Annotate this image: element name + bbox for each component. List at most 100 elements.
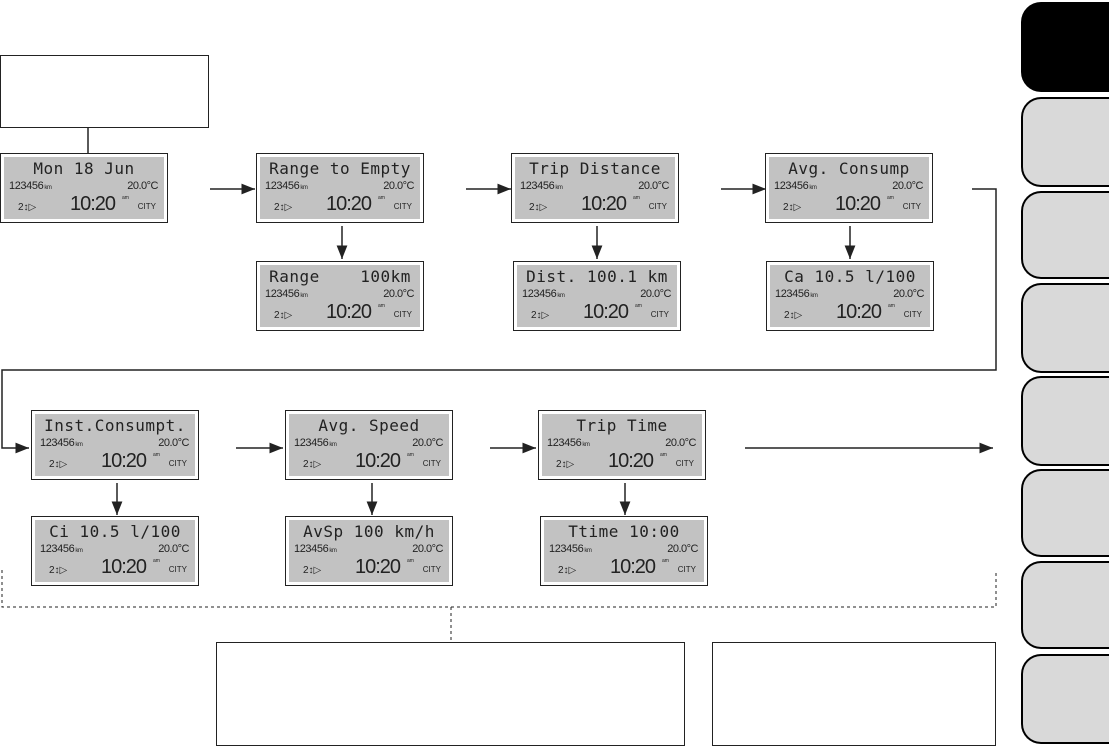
am-pm: am: [662, 558, 669, 564]
clock: 10:20: [610, 556, 656, 578]
temperature: 20.0°C: [638, 180, 669, 192]
gear-indicator-icon: 2↕▷: [274, 202, 293, 213]
odometer: 123456km: [547, 437, 590, 449]
clock: 10:20: [835, 193, 881, 215]
clock: 10:20: [608, 450, 654, 472]
lcd-title: Ci 10.5 l/100: [49, 522, 181, 541]
odometer: 123456km: [40, 543, 83, 555]
section-tab-4[interactable]: [1021, 283, 1109, 373]
display-avg-consumption-value: Ca 10.5 l/100 123456km 20.0°C 2↕▷ 10:20 …: [766, 261, 934, 331]
odometer: 123456km: [520, 180, 563, 192]
am-pm: am: [122, 195, 129, 201]
lcd-screen: Ca 10.5 l/100 123456km 20.0°C 2↕▷ 10:20 …: [770, 265, 930, 327]
lcd-title: Dist. 100.1 km: [526, 267, 668, 286]
temperature: 20.0°C: [665, 437, 696, 449]
drive-mode: CITY: [168, 565, 187, 574]
temperature: 20.0°C: [383, 180, 414, 192]
odometer: 123456km: [549, 543, 592, 555]
drive-mode: CITY: [675, 459, 694, 468]
clock: 10:20: [101, 450, 147, 472]
lcd-screen: Range 100km 123456km 20.0°C 2↕▷ 10:20 am…: [260, 265, 420, 327]
gear-indicator-icon: 2↕▷: [49, 459, 68, 470]
temperature: 20.0°C: [412, 437, 443, 449]
drive-mode: CITY: [422, 459, 441, 468]
display-date: Mon 18 Jun 123456km 20.0°C 2↕▷ 10:20 am …: [0, 153, 168, 223]
section-tab-3[interactable]: [1021, 191, 1109, 279]
lcd-screen: Avg. Consump 123456km 20.0°C 2↕▷ 10:20 a…: [769, 157, 929, 219]
am-pm: am: [378, 303, 385, 309]
odometer: 123456km: [775, 288, 818, 300]
drive-mode: CITY: [648, 202, 667, 211]
temperature: 20.0°C: [892, 180, 923, 192]
lcd-screen: Trip Time 123456km 20.0°C 2↕▷ 10:20 am C…: [542, 414, 702, 476]
gear-indicator-icon: 2↕▷: [558, 565, 577, 576]
odometer: 123456km: [522, 288, 565, 300]
section-tab-1[interactable]: [1021, 2, 1109, 92]
lcd-title: Ttime 10:00: [568, 522, 680, 541]
gear-indicator-icon: 2↕▷: [274, 310, 293, 321]
gear-indicator-icon: 2↕▷: [784, 310, 803, 321]
gear-indicator-icon: 2↕▷: [303, 459, 322, 470]
display-trip-time: Trip Time 123456km 20.0°C 2↕▷ 10:20 am C…: [538, 410, 706, 480]
section-tab-6[interactable]: [1021, 469, 1109, 557]
gear-indicator-icon: 2↕▷: [531, 310, 550, 321]
temperature: 20.0°C: [158, 437, 189, 449]
clock: 10:20: [355, 556, 401, 578]
temperature: 20.0°C: [127, 180, 158, 192]
note-box-bottom-right: [712, 642, 996, 746]
temperature: 20.0°C: [383, 288, 414, 300]
lcd-screen: Inst.Consumpt. 123456km 20.0°C 2↕▷ 10:20…: [35, 414, 195, 476]
gear-indicator-icon: 2↕▷: [49, 565, 68, 576]
gear-indicator-icon: 2↕▷: [303, 565, 322, 576]
dashed-bracket: [1, 570, 997, 608]
display-avg-consumption: Avg. Consump 123456km 20.0°C 2↕▷ 10:20 a…: [765, 153, 933, 223]
lcd-title: Inst.Consumpt.: [44, 416, 186, 435]
lcd-screen: Range to Empty 123456km 20.0°C 2↕▷ 10:20…: [260, 157, 420, 219]
drive-mode: CITY: [650, 310, 669, 319]
display-range-value: Range 100km 123456km 20.0°C 2↕▷ 10:20 am…: [256, 261, 424, 331]
section-tab-8[interactable]: [1021, 654, 1109, 744]
drive-mode: CITY: [393, 202, 412, 211]
gear-indicator-icon: 2↕▷: [529, 202, 548, 213]
gear-indicator-icon: 2↕▷: [18, 202, 37, 213]
am-pm: am: [407, 558, 414, 564]
drive-mode: CITY: [393, 310, 412, 319]
section-tab-5[interactable]: [1021, 376, 1109, 466]
temperature: 20.0°C: [640, 288, 671, 300]
lcd-screen: Trip Distance 123456km 20.0°C 2↕▷ 10:20 …: [515, 157, 675, 219]
display-trip: Trip Distance 123456km 20.0°C 2↕▷ 10:20 …: [511, 153, 679, 223]
clock: 10:20: [583, 301, 629, 323]
display-inst-consumption-value: Ci 10.5 l/100 123456km 20.0°C 2↕▷ 10:20 …: [31, 516, 199, 586]
lcd-screen: Dist. 100.1 km 123456km 20.0°C 2↕▷ 10:20…: [517, 265, 677, 327]
temperature: 20.0°C: [412, 543, 443, 555]
drive-mode: CITY: [137, 202, 156, 211]
clock: 10:20: [101, 556, 147, 578]
odometer: 123456km: [265, 180, 308, 192]
lcd-title: Range to Empty: [269, 159, 411, 178]
lcd-screen: Ttime 10:00 123456km 20.0°C 2↕▷ 10:20 am…: [544, 520, 704, 582]
lcd-title: Ca 10.5 l/100: [784, 267, 916, 286]
am-pm: am: [660, 452, 667, 458]
lcd-title: Avg. Speed: [318, 416, 420, 435]
am-pm: am: [888, 303, 895, 309]
display-range: Range to Empty 123456km 20.0°C 2↕▷ 10:20…: [256, 153, 424, 223]
display-avg-speed-value: AvSp 100 km/h 123456km 20.0°C 2↕▷ 10:20 …: [285, 516, 453, 586]
note-box-bottom-left: [216, 642, 685, 746]
odometer: 123456km: [294, 543, 337, 555]
am-pm: am: [378, 195, 385, 201]
lcd-screen: Ci 10.5 l/100 123456km 20.0°C 2↕▷ 10:20 …: [35, 520, 195, 582]
section-tab-2[interactable]: [1021, 97, 1109, 187]
lcd-title: Range 100km: [269, 267, 411, 286]
am-pm: am: [153, 558, 160, 564]
section-tab-7[interactable]: [1021, 561, 1109, 649]
display-inst-consumption: Inst.Consumpt. 123456km 20.0°C 2↕▷ 10:20…: [31, 410, 199, 480]
clock: 10:20: [355, 450, 401, 472]
odometer: 123456km: [294, 437, 337, 449]
drive-mode: CITY: [168, 459, 187, 468]
lcd-title: Trip Time: [576, 416, 668, 435]
clock: 10:20: [581, 193, 627, 215]
gear-indicator-icon: 2↕▷: [556, 459, 575, 470]
lcd-screen: AvSp 100 km/h 123456km 20.0°C 2↕▷ 10:20 …: [289, 520, 449, 582]
am-pm: am: [633, 195, 640, 201]
lcd-title: Mon 18 Jun: [33, 159, 135, 178]
